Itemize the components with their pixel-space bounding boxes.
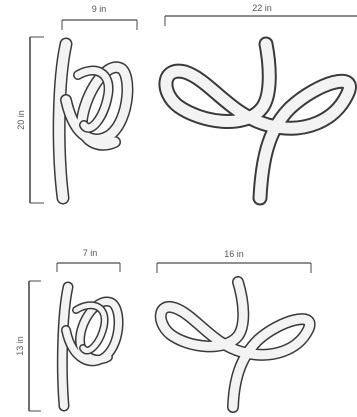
large-sculpture-front-view xyxy=(158,36,357,206)
large-height-label: 20 in xyxy=(16,110,26,130)
large-side-width-dimension: 9 in xyxy=(61,4,138,30)
small-side-width-label: 7 in xyxy=(83,248,98,258)
small-front-width-dimension: 16 in xyxy=(156,249,312,273)
large-sculpture-side-view xyxy=(52,37,134,205)
large-height-dimension: 20 in xyxy=(16,36,44,204)
small-height-label: 13 in xyxy=(15,336,25,356)
large-front-width-label: 22 in xyxy=(252,3,272,13)
small-side-width-dimension: 7 in xyxy=(56,248,121,272)
small-front-width-label: 16 in xyxy=(224,249,244,259)
small-sculpture-front-view xyxy=(154,276,316,413)
small-height-dimension: 13 in xyxy=(15,280,41,412)
small-sculpture-side-view xyxy=(56,281,124,412)
large-side-width-label: 9 in xyxy=(92,4,107,14)
large-front-width-dimension: 22 in xyxy=(164,3,357,26)
